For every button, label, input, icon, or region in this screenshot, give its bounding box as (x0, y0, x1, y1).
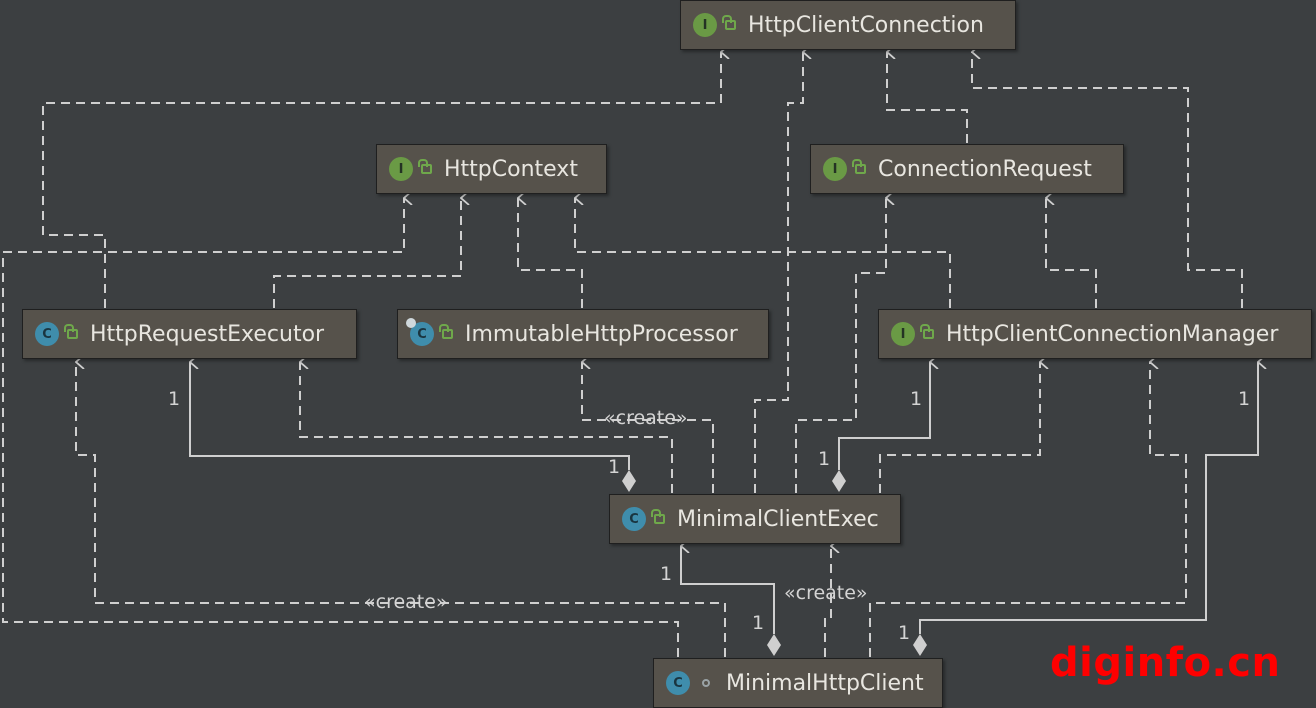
interface-icon: I (823, 157, 847, 181)
edge-executor-to-context (273, 198, 461, 308)
edge-client-uses-manager (869, 362, 1187, 657)
node-http-client-connection-manager[interactable]: I HttpClientConnectionManager (878, 309, 1312, 359)
assoc-exec-executor (189, 362, 630, 470)
public-visibility-icon (64, 324, 78, 339)
node-connection-request[interactable]: I ConnectionRequest (810, 144, 1124, 194)
edge-client-create-executor (75, 362, 726, 657)
multiplicity-label: 1 (1238, 388, 1251, 410)
public-visibility-icon (418, 159, 432, 174)
edge-connreq-to-connection (886, 52, 968, 143)
node-label: MinimalHttpClient (726, 670, 924, 696)
multiplicity-label: 1 (898, 622, 911, 644)
node-http-context[interactable]: I HttpContext (376, 144, 607, 194)
interface-icon: I (891, 322, 915, 346)
class-icon: C (666, 671, 690, 695)
edge-processor-to-context (517, 198, 583, 308)
edge-manager-to-connection (971, 52, 1243, 308)
public-visibility-icon (920, 324, 934, 339)
multiplicity-label: 1 (608, 456, 621, 478)
edge-exec-create-processor (581, 362, 714, 493)
multiplicity-label: 1 (910, 388, 923, 410)
edge-exec-to-connreq (795, 198, 886, 493)
public-visibility-icon (722, 15, 736, 30)
multiplicity-label: 1 (168, 388, 181, 410)
node-minimal-client-exec[interactable]: C MinimalClientExec (609, 494, 901, 544)
stereotype-create-label: «create» (784, 582, 868, 604)
edge-exec-uses-manager (879, 362, 1040, 493)
node-label: ImmutableHttpProcessor (465, 321, 738, 347)
node-minimal-http-client[interactable]: C MinimalHttpClient (653, 658, 943, 708)
node-http-request-executor[interactable]: C HttpRequestExecutor (22, 309, 357, 359)
package-private-visibility-icon (702, 679, 710, 687)
interface-icon: I (693, 13, 717, 37)
composition-diamond-exec-executor (622, 470, 636, 492)
edge-executor-to-connection (42, 52, 721, 308)
edge-manager-to-connreq (1045, 198, 1097, 308)
public-visibility-icon (439, 324, 453, 339)
composition-diamond-exec-manager (832, 470, 846, 492)
node-label: HttpClientConnectionManager (946, 321, 1279, 347)
stereotype-create-label: «create» (604, 407, 688, 429)
edge-client-create-exec (824, 546, 831, 657)
stereotype-create-label: «create» (364, 591, 448, 613)
node-label: ConnectionRequest (878, 156, 1092, 182)
public-visibility-icon (651, 509, 665, 524)
node-label: HttpContext (444, 156, 578, 182)
class-icon: C (622, 507, 646, 531)
composition-diamond-client-manager (913, 634, 927, 656)
node-immutable-http-processor[interactable]: C ImmutableHttpProcessor (397, 309, 769, 359)
class-icon: C (35, 322, 59, 346)
edge-client-to-context (2, 198, 679, 657)
node-label: HttpClientConnection (748, 12, 984, 38)
multiplicity-label: 1 (660, 563, 673, 585)
node-label: MinimalClientExec (677, 506, 879, 532)
edge-exec-create-executor (299, 362, 673, 493)
final-class-icon: C (406, 318, 434, 346)
assoc-exec-manager (838, 362, 930, 470)
assoc-client-exec (680, 546, 775, 634)
public-visibility-icon (852, 159, 866, 174)
node-label: HttpRequestExecutor (90, 321, 325, 347)
multiplicity-label: 1 (752, 612, 765, 634)
composition-diamond-client-exec (767, 634, 781, 656)
edge-manager-to-context (574, 198, 951, 308)
node-http-client-connection[interactable]: I HttpClientConnection (680, 0, 1016, 50)
assoc-client-manager (919, 362, 1258, 634)
interface-icon: I (389, 157, 413, 181)
watermark: diginfo.cn (1050, 640, 1281, 686)
multiplicity-label: 1 (818, 448, 831, 470)
